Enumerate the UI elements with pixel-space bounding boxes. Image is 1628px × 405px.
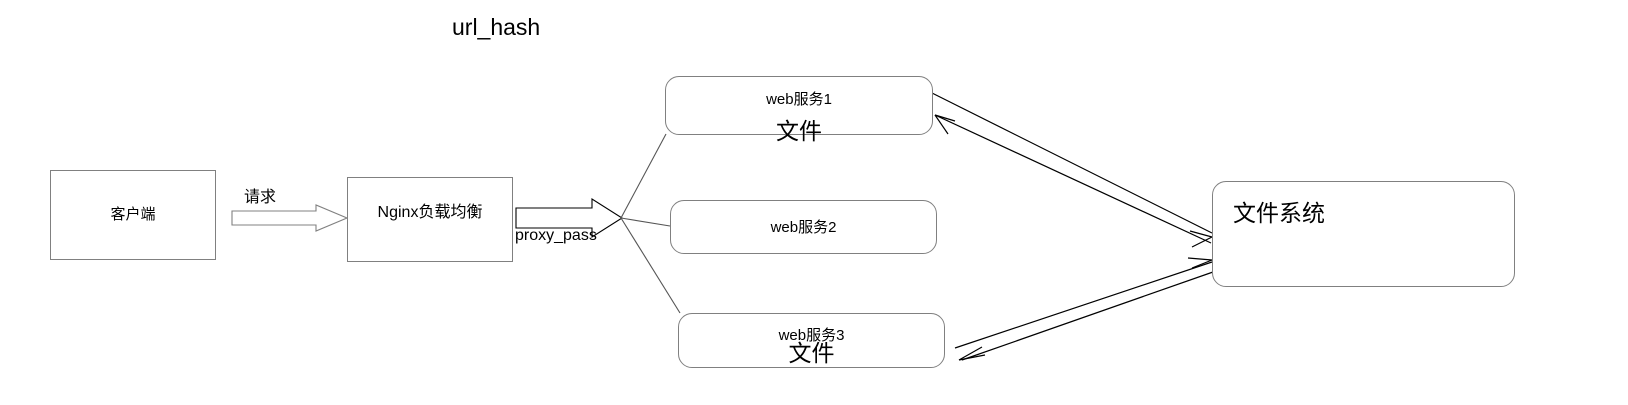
- node-web-service-1-label: web服务1: [766, 91, 832, 108]
- node-web-service-1[interactable]: web服务1: [665, 76, 933, 135]
- node-file-system-label: 文件系统: [1233, 200, 1325, 226]
- node-client[interactable]: 客户端: [50, 170, 216, 260]
- node-nginx-label: Nginx负载均衡: [377, 204, 483, 221]
- diagram-title: url_hash: [452, 14, 541, 40]
- node-client-label: 客户端: [110, 206, 156, 223]
- edge-label-request: 请求: [244, 189, 277, 206]
- node-web-service-1-file-label: 文件: [776, 118, 822, 144]
- node-file-system[interactable]: 文件系统: [1212, 181, 1515, 287]
- node-web-service-3-label: web服务3: [778, 327, 845, 344]
- node-web-service-2[interactable]: web服务2: [670, 200, 937, 254]
- node-web-service-2-label: web服务2: [770, 219, 837, 236]
- node-nginx-load-balancer[interactable]: Nginx负载均衡: [347, 177, 513, 262]
- node-web-service-3[interactable]: web服务3: [678, 313, 945, 368]
- node-web-service-3-file-label: 文件: [788, 340, 835, 366]
- edge-label-proxy-pass: proxy_pass: [515, 227, 597, 244]
- web1-filesystem-connector: [931, 92, 1213, 248]
- request-block-arrow: [231, 204, 349, 232]
- web3-filesystem-connector: [954, 257, 1214, 361]
